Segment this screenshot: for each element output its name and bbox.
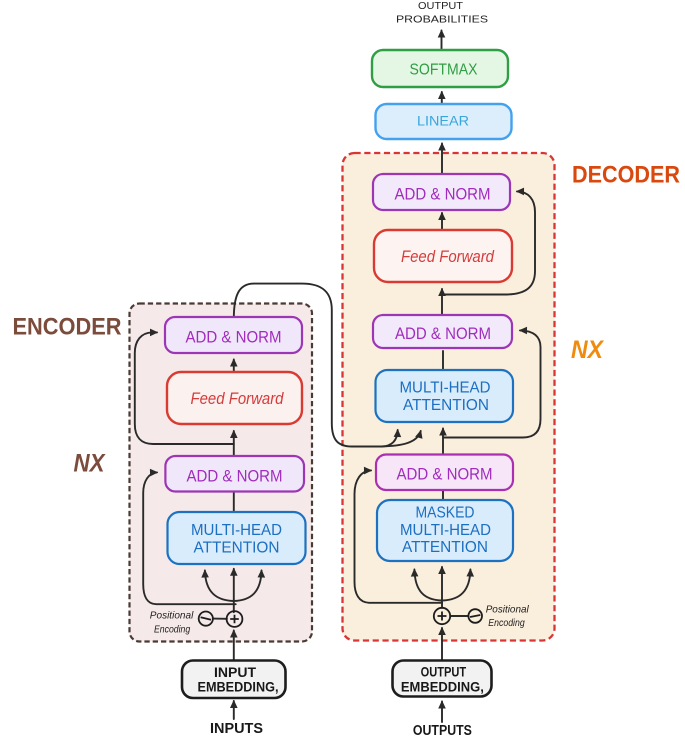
- svg-text:MULTI-HEAD: MULTI-HEAD: [400, 380, 491, 397]
- svg-text:LINEAR: LINEAR: [417, 113, 469, 129]
- svg-text:Feed Forward: Feed Forward: [401, 247, 494, 266]
- svg-text:ATTENTION: ATTENTION: [402, 539, 488, 556]
- svg-text:Positional: Positional: [150, 610, 194, 622]
- svg-text:NX: NX: [74, 450, 106, 478]
- svg-text:ADD & NORM: ADD & NORM: [186, 329, 282, 347]
- svg-text:ADD & NORM: ADD & NORM: [187, 468, 283, 486]
- svg-text:EMBEDDING,: EMBEDDING,: [198, 680, 279, 695]
- svg-text:ADD & NORM: ADD & NORM: [395, 186, 491, 204]
- svg-text:OUTPUTS: OUTPUTS: [413, 723, 472, 739]
- svg-text:ATTENTION: ATTENTION: [403, 397, 489, 414]
- svg-text:Positional: Positional: [486, 604, 530, 616]
- svg-text:ENCODER: ENCODER: [13, 314, 122, 341]
- svg-text:INPUT: INPUT: [214, 665, 257, 680]
- svg-text:INPUTS: INPUTS: [210, 721, 263, 737]
- svg-text:PROBABILITIES: PROBABILITIES: [396, 14, 488, 26]
- svg-text:DECODER: DECODER: [572, 162, 680, 189]
- svg-text:Encoding: Encoding: [488, 617, 525, 629]
- svg-text:OUTPUT: OUTPUT: [421, 664, 467, 679]
- svg-text:MULTI-HEAD: MULTI-HEAD: [400, 522, 491, 539]
- svg-text:NX: NX: [571, 336, 604, 364]
- svg-text:EMBEDDING,: EMBEDDING,: [401, 680, 484, 695]
- svg-text:MULTI-HEAD: MULTI-HEAD: [191, 522, 282, 539]
- svg-text:ATTENTION: ATTENTION: [194, 540, 280, 557]
- svg-text:MASKED: MASKED: [416, 504, 475, 521]
- svg-text:Feed Forward: Feed Forward: [191, 389, 284, 408]
- svg-text:Encoding: Encoding: [154, 623, 190, 635]
- svg-text:ADD & NORM: ADD & NORM: [397, 466, 493, 484]
- svg-text:OUTPUT: OUTPUT: [418, 0, 464, 12]
- svg-text:SOFTMAX: SOFTMAX: [410, 62, 479, 79]
- svg-text:ADD & NORM: ADD & NORM: [395, 325, 491, 343]
